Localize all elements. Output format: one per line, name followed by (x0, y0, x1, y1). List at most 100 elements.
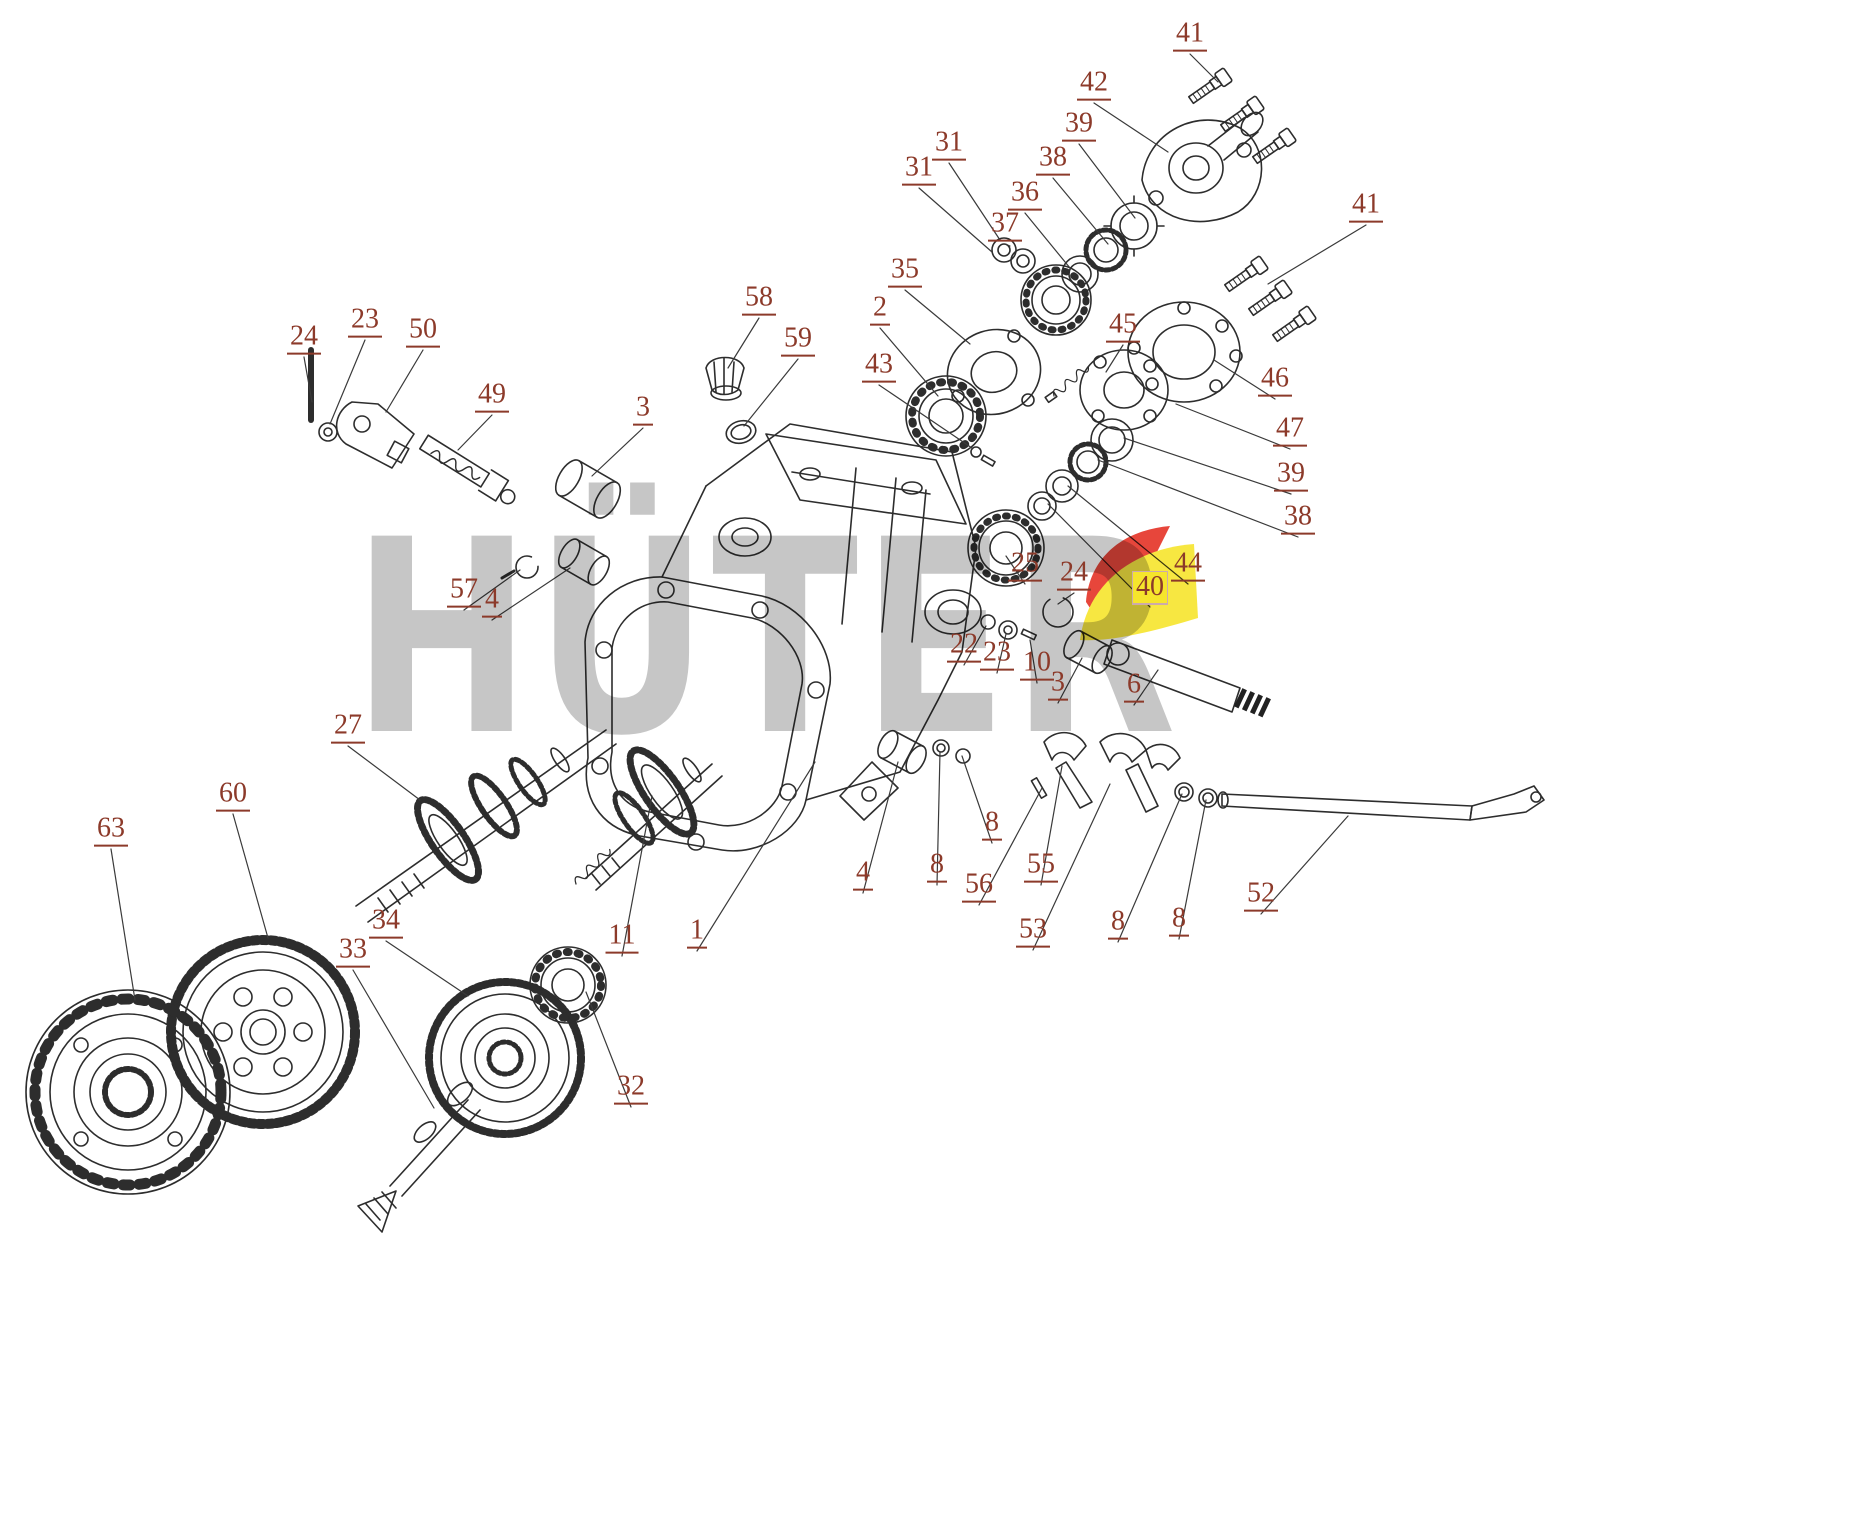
leader-line-53 (1032, 783, 1111, 951)
shift-fork-assembly-53-55-56-8 (877, 729, 1218, 813)
part-callout-2: 2 (870, 292, 890, 327)
part-callout-53: 53 (1016, 914, 1050, 949)
leader-line-4 (491, 567, 571, 621)
leader-line-46 (1213, 359, 1276, 400)
part-callout-4: 4 (482, 584, 502, 619)
part-callout-8: 8 (1108, 906, 1128, 941)
part-callout-52: 52 (1244, 878, 1278, 913)
watermark-text: HÜTER (352, 483, 1180, 795)
part-callout-57: 57 (447, 574, 481, 609)
part-callout-39: 39 (1274, 458, 1308, 493)
leader-line-37 (1004, 243, 1011, 247)
part-callout-25: 25 (1008, 548, 1042, 583)
part-callout-55: 55 (1024, 849, 1058, 884)
part-callout-34: 34 (369, 905, 403, 940)
part-callout-50: 50 (406, 314, 440, 349)
part-callout-36: 36 (1008, 177, 1042, 212)
leader-line-22 (963, 625, 987, 666)
part-callout-47: 47 (1273, 413, 1307, 448)
part-callout-46: 46 (1258, 363, 1292, 398)
part-callout-38: 38 (1036, 142, 1070, 177)
leader-line-38 (1097, 459, 1299, 538)
part-callout-1: 1 (687, 915, 707, 950)
part-callout-8: 8 (1169, 903, 1189, 938)
part-callout-40: 40 (1132, 571, 1168, 606)
input-bearing-2 (905, 375, 987, 457)
part-callout-24: 24 (1057, 557, 1091, 592)
part-callout-49: 49 (475, 379, 509, 414)
clutch-hub-63 (25, 989, 231, 1195)
part-callout-32: 32 (614, 1071, 648, 1106)
leader-line-39 (1078, 143, 1136, 219)
leader-line-47 (1175, 403, 1291, 450)
part-callout-43: 43 (862, 349, 896, 384)
part-callout-56: 56 (962, 869, 996, 904)
part-callout-10: 10 (1020, 647, 1054, 682)
part-callout-33: 33 (336, 934, 370, 969)
leader-line-8 (1117, 793, 1183, 943)
bevel-shaft-33 (357, 1081, 481, 1233)
part-callout-35: 35 (888, 254, 922, 289)
bushing-3 (554, 459, 622, 519)
leader-line-60 (232, 813, 269, 939)
part-callout-63: 63 (94, 813, 128, 848)
leader-line-4 (862, 761, 899, 894)
leader-line-24 (1057, 592, 1075, 605)
leader-line-2 (879, 327, 939, 397)
o-ring-59 (725, 419, 757, 445)
right-flange-stack-45-46-47-39-38-44-40 (1027, 301, 1243, 521)
leader-line-39 (1123, 437, 1292, 495)
part-callout-8: 8 (927, 849, 947, 884)
leader-line-49 (457, 414, 493, 451)
leader-line-23 (329, 339, 366, 425)
leader-line-8 (936, 751, 941, 886)
part-callout-38: 38 (1281, 501, 1315, 536)
leader-line-50 (385, 349, 424, 413)
leader-lines (110, 53, 1367, 1109)
leader-line-36 (1024, 212, 1071, 269)
part-callout-8: 8 (982, 807, 1002, 842)
part-callout-39: 39 (1062, 108, 1096, 143)
leader-line-34 (385, 940, 469, 997)
mainshaft-gear-cluster-11 (569, 746, 723, 891)
countershaft-gear-cluster-27 (355, 729, 617, 923)
leader-line-43 (878, 384, 973, 449)
leader-line-41 (1267, 224, 1367, 285)
leader-line-1 (696, 761, 816, 952)
part-callout-3: 3 (633, 392, 653, 427)
part-callout-23: 23 (348, 304, 382, 339)
gearshift-rod-52 (1217, 785, 1545, 821)
gearbox-housing (584, 423, 982, 852)
circlip-57 (500, 555, 539, 580)
upper-bearing-stack-31-36-37-38-39 (991, 195, 1165, 336)
output-bearing-stack-25-24-22-23-10-3 (967, 509, 1113, 675)
leader-line-31 (918, 187, 993, 253)
bearing-flange-35 (946, 328, 1042, 416)
leader-line-59 (743, 358, 799, 427)
part-callout-31: 31 (932, 127, 966, 162)
leader-line-33 (352, 969, 435, 1109)
leader-line-32 (585, 991, 632, 1108)
leader-line-38 (1052, 177, 1109, 245)
part-callout-37: 37 (988, 208, 1022, 243)
leader-line-55 (1040, 765, 1063, 886)
part-callout-22: 22 (947, 629, 981, 664)
shift-arm-6 (1103, 639, 1271, 718)
breather-plug-58 (705, 356, 745, 401)
leader-line-31 (948, 162, 1001, 241)
leader-line-25 (1005, 555, 1026, 585)
leader-line-42 (1093, 102, 1169, 153)
output-gear-34 (425, 978, 585, 1138)
part-callout-6: 6 (1124, 669, 1144, 704)
leader-line-8 (1178, 799, 1207, 940)
part-callout-58: 58 (742, 282, 776, 317)
part-callout-11: 11 (605, 920, 639, 955)
part-callout-60: 60 (216, 778, 250, 813)
part-callout-24: 24 (287, 321, 321, 356)
part-callout-45: 45 (1106, 309, 1140, 344)
leader-line-58 (727, 317, 760, 369)
leader-line-63 (110, 848, 136, 1001)
